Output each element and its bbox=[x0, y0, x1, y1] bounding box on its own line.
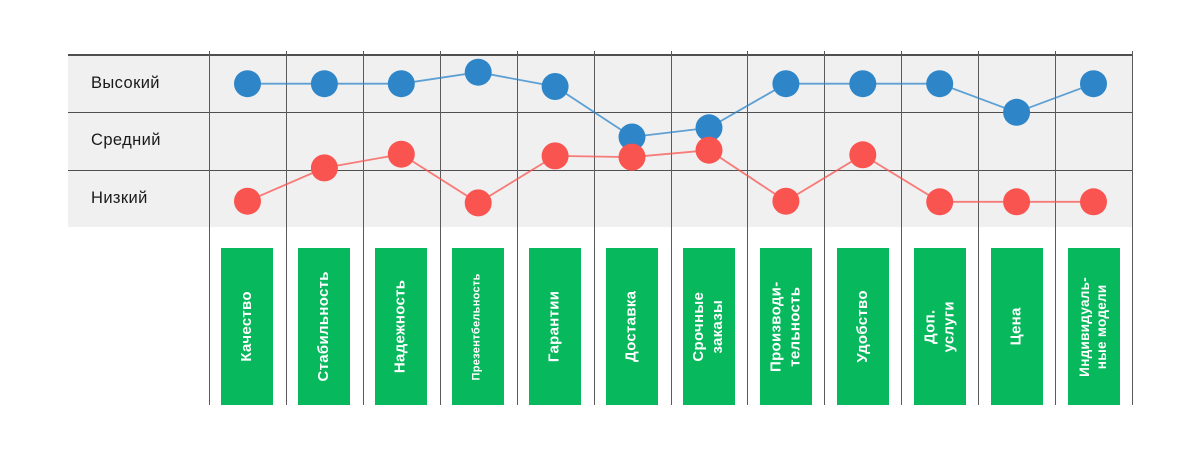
data-point-red bbox=[1080, 188, 1107, 216]
series-line-red bbox=[247, 149, 1094, 204]
grid-line bbox=[1055, 51, 1056, 405]
grid-line bbox=[440, 51, 441, 405]
data-point-blue bbox=[772, 70, 800, 98]
category-bar: Качество bbox=[221, 248, 273, 405]
category-bar: Удобство bbox=[837, 248, 889, 405]
category-bar: Стабильность bbox=[298, 248, 350, 405]
grid-line bbox=[594, 51, 595, 405]
data-point-red bbox=[464, 189, 492, 217]
category-bar: Индивидуаль- ные модели bbox=[1068, 248, 1120, 405]
y-axis-label-high: Высокий bbox=[91, 74, 160, 93]
data-point-red bbox=[387, 140, 415, 168]
data-point-blue bbox=[1080, 70, 1107, 98]
grid-line bbox=[68, 170, 1133, 171]
grid-line bbox=[363, 51, 364, 405]
data-point-blue bbox=[234, 70, 261, 98]
y-axis-label-low: Низкий bbox=[91, 188, 148, 207]
grid-line bbox=[747, 51, 748, 405]
data-point-red bbox=[541, 142, 569, 170]
data-point-blue bbox=[387, 70, 415, 98]
grid-line bbox=[286, 51, 287, 405]
data-point-red bbox=[772, 187, 800, 215]
grid-line bbox=[901, 51, 902, 405]
grid-line bbox=[68, 54, 1133, 56]
category-bar: Презентбельность bbox=[452, 248, 504, 405]
category-bar: Производи- тельность bbox=[760, 248, 812, 405]
category-bar: Надежность bbox=[375, 248, 427, 405]
grid-line bbox=[978, 51, 979, 405]
grid-line bbox=[671, 51, 672, 405]
data-point-red bbox=[695, 136, 723, 164]
data-point-blue bbox=[849, 70, 877, 98]
grid-line bbox=[824, 51, 825, 405]
data-point-blue bbox=[695, 114, 723, 142]
grid-line bbox=[68, 112, 1133, 113]
category-bar: Срочные заказы bbox=[683, 248, 735, 405]
grid-line bbox=[517, 51, 518, 405]
data-point-red bbox=[849, 141, 877, 169]
data-point-blue bbox=[310, 70, 338, 98]
data-point-blue bbox=[618, 123, 646, 151]
data-point-red bbox=[1003, 188, 1031, 216]
data-point-blue bbox=[464, 58, 492, 86]
data-point-blue bbox=[541, 73, 569, 100]
y-axis-label-medium: Средний bbox=[91, 131, 161, 150]
category-bar: Гарантии bbox=[529, 248, 581, 405]
category-bar: Цена bbox=[991, 248, 1043, 405]
data-point-red bbox=[234, 187, 261, 215]
data-point-red bbox=[926, 188, 954, 216]
data-point-red bbox=[310, 154, 338, 182]
data-point-red bbox=[618, 143, 646, 171]
grid-line bbox=[209, 51, 210, 405]
category-bar: Доставка bbox=[606, 248, 658, 405]
data-point-blue bbox=[1003, 98, 1031, 126]
data-point-blue bbox=[926, 70, 954, 98]
category-bar: Доп. услуги bbox=[914, 248, 966, 405]
grid-line bbox=[1132, 51, 1133, 405]
series-line-blue bbox=[247, 71, 1094, 138]
